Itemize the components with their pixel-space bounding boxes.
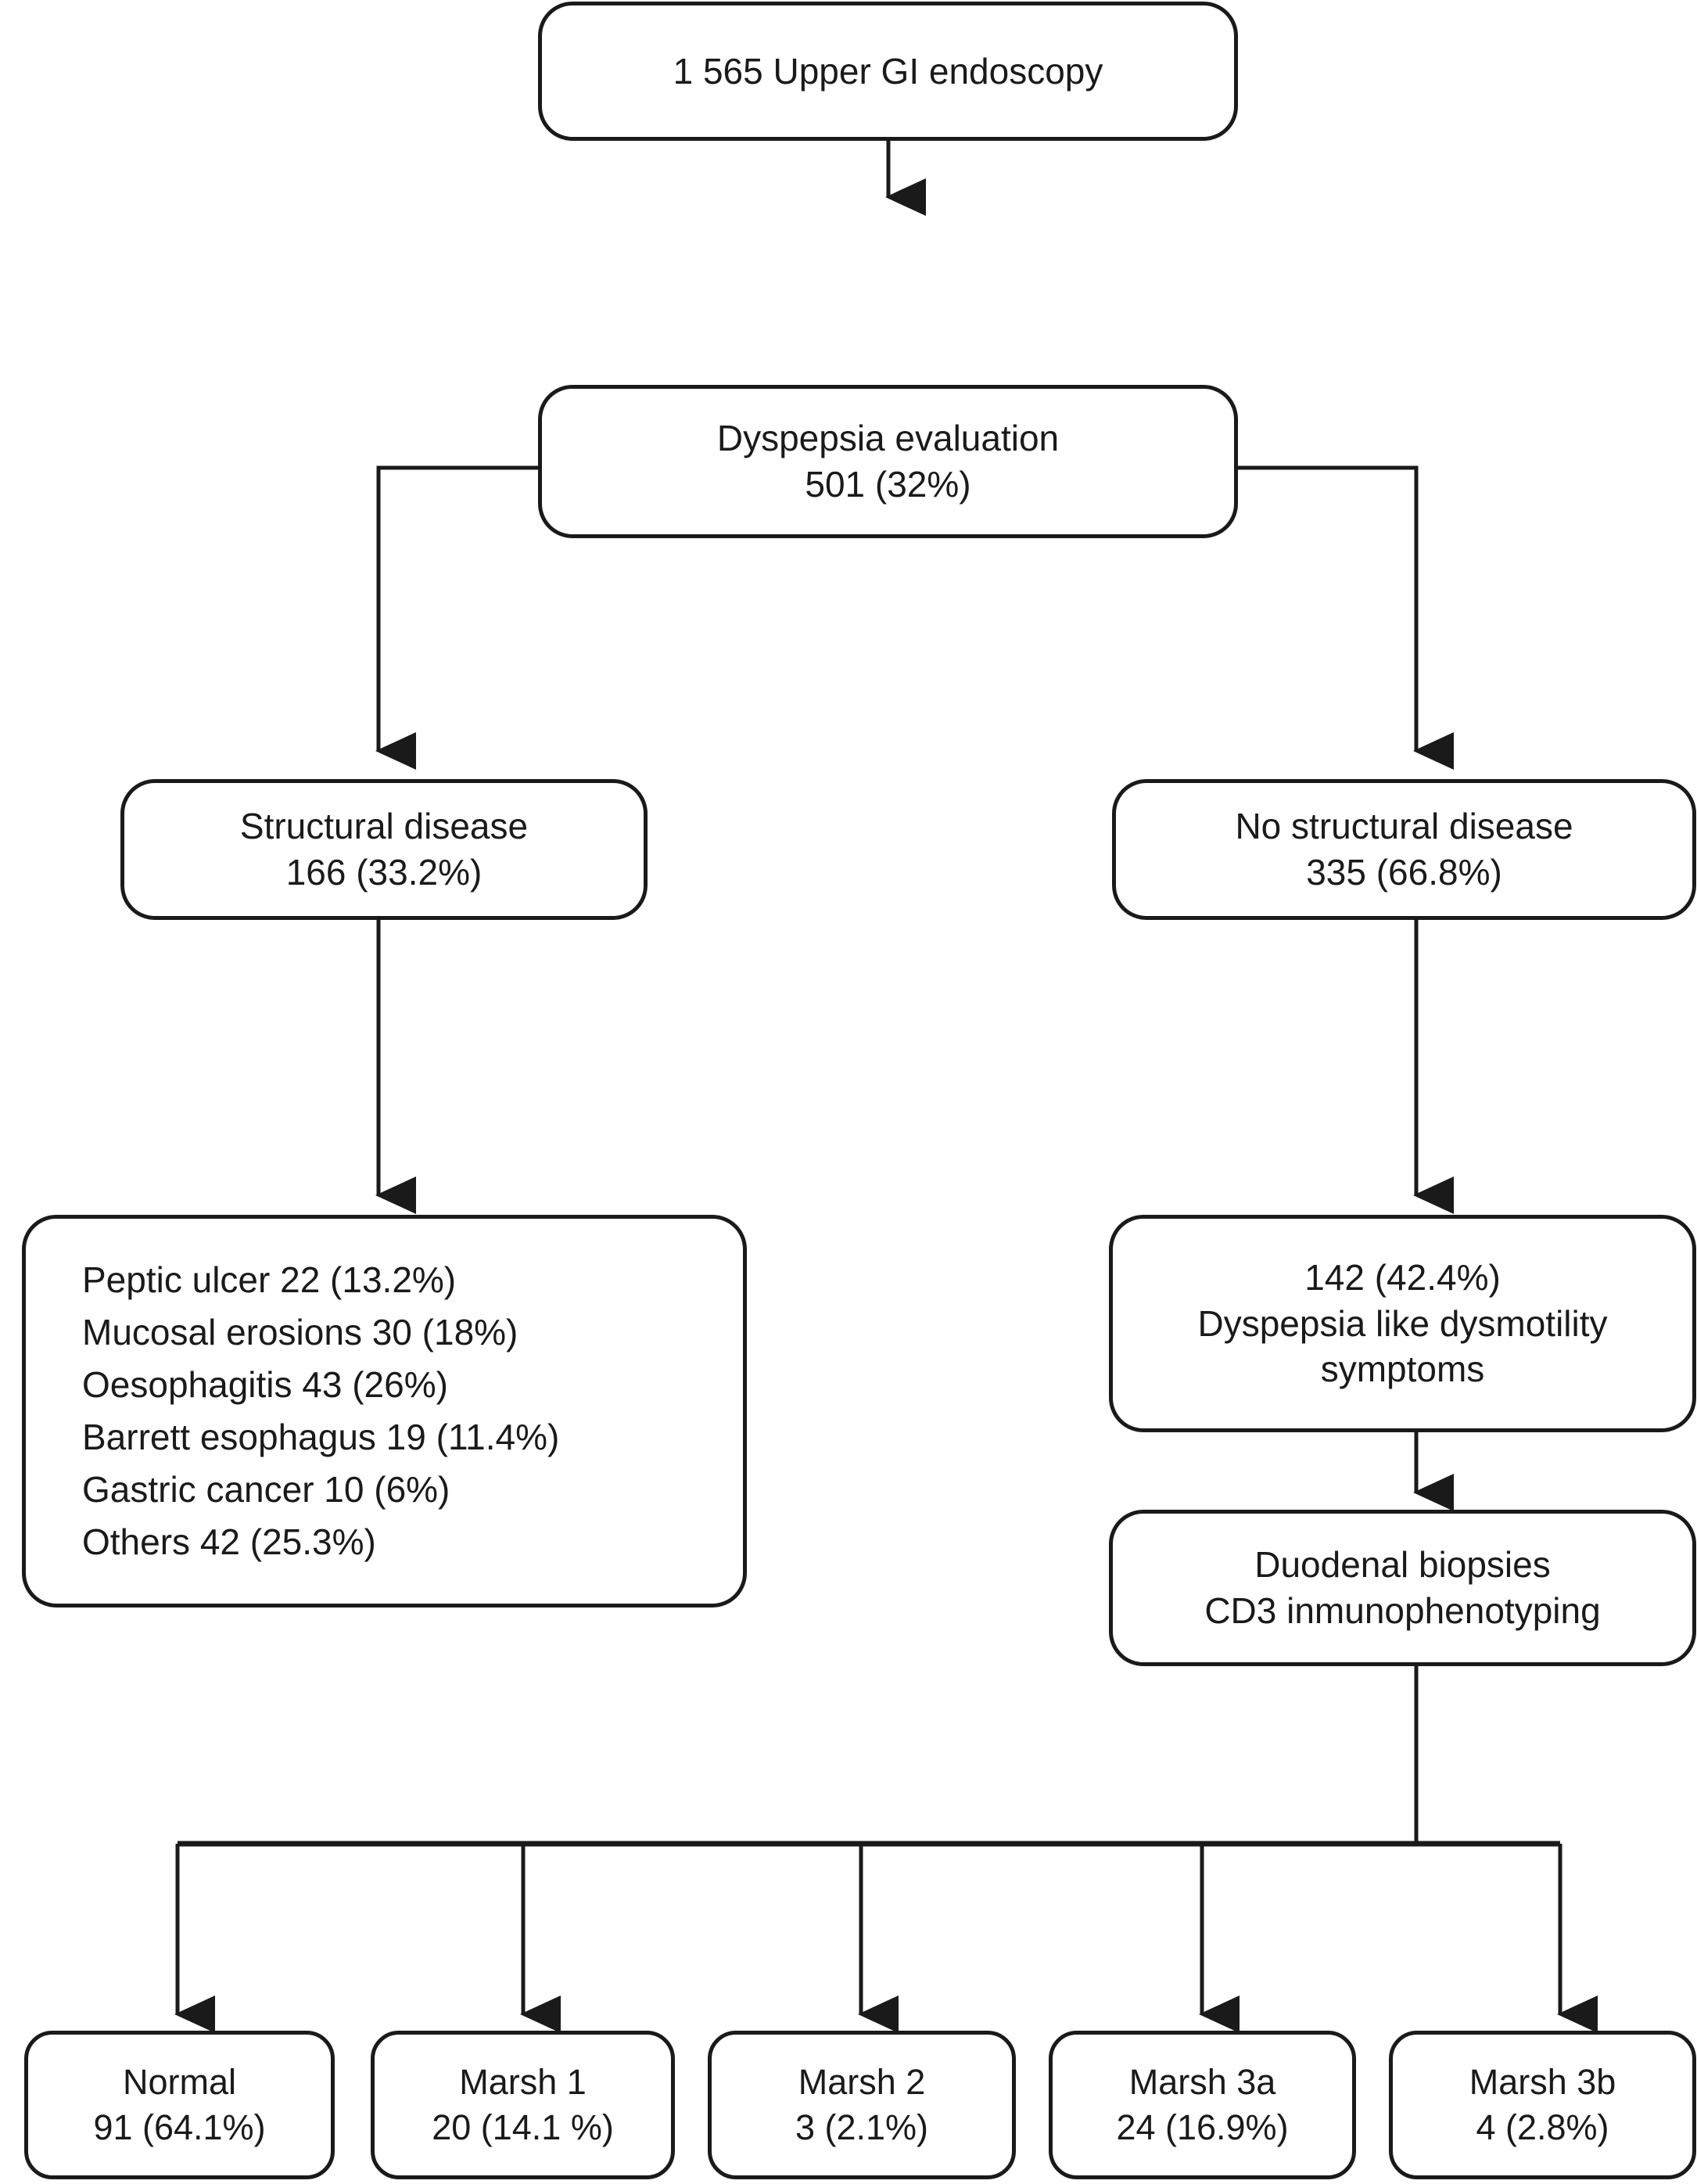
dyspepsia-evaluation-line-2: 501 (32%) (805, 464, 971, 505)
breakdown-item-oesophagitis: Oesophagitis 43 (26%) (82, 1363, 448, 1405)
node-structural-disease[interactable]: Structural disease 166 (33.2%) (120, 779, 648, 920)
marsh-3a-label: Marsh 3a (1128, 2062, 1276, 2103)
node-upper-gi-endoscopy[interactable]: 1 565 Upper GI endoscopy (538, 2, 1238, 141)
breakdown-item-barrett-esophagus: Barrett esophagus 19 (11.4%) (82, 1417, 560, 1457)
edge-dyspepsia-to-no-structural (1238, 465, 1455, 771)
dysmotility-line-1: 142 (42.4%) (1304, 1256, 1501, 1298)
node-marsh-3a[interactable]: Marsh 3a 24 (16.9%) (1049, 2031, 1356, 2179)
marsh-3b-label: Marsh 3b (1469, 2062, 1616, 2103)
breakdown-item-gastric-cancer: Gastric cancer 10 (6%) (82, 1469, 450, 1510)
marsh-normal-label: Normal (122, 2062, 237, 2103)
breakdown-item-others: Others 42 (25.3%) (82, 1521, 376, 1563)
marsh-1-value: 20 (14.1 %) (432, 2107, 614, 2147)
node-structural-disease-breakdown[interactable]: Peptic ulcer 22 (13.2%) Mucosal erosions… (22, 1215, 747, 1607)
no-structural-disease-line-1: No structural disease (1235, 806, 1573, 847)
breakdown-item-peptic-ulcer: Peptic ulcer 22 (13.2%) (82, 1259, 457, 1300)
node-dyspepsia-evaluation[interactable]: Dyspepsia evaluation 501 (32%) (538, 385, 1238, 538)
node-dyspepsia-like-dysmotility[interactable]: 142 (42.4%) Dyspepsia like dysmotility s… (1109, 1215, 1696, 1432)
node-marsh-2[interactable]: Marsh 2 3 (2.1%) (708, 2031, 1016, 2179)
dysmotility-line-3: symptoms (1320, 1349, 1485, 1390)
node-marsh-3b[interactable]: Marsh 3b 4 (2.8%) (1389, 2031, 1696, 2179)
marsh-3b-value: 4 (2.8%) (1476, 2107, 1609, 2147)
dyspepsia-evaluation-line-1: Dyspepsia evaluation (716, 418, 1060, 459)
breakdown-item-mucosal-erosions: Mucosal erosions 30 (18%) (82, 1311, 518, 1352)
node-marsh-normal[interactable]: Normal 91 (64.1%) (24, 2031, 335, 2179)
duodenal-biopsies-line-2: CD3 inmunophenotyping (1204, 1590, 1601, 1631)
structural-disease-line-2: 166 (33.2%) (285, 852, 483, 893)
marsh-2-label: Marsh 2 (798, 2062, 926, 2103)
node-marsh-1[interactable]: Marsh 1 20 (14.1 %) (371, 2031, 675, 2179)
duodenal-biopsies-line-1: Duodenal biopsies (1254, 1544, 1551, 1586)
node-no-structural-disease[interactable]: No structural disease 335 (66.8%) (1112, 779, 1696, 920)
node-duodenal-biopsies[interactable]: Duodenal biopsies CD3 inmunophenotyping (1109, 1510, 1696, 1666)
marsh-normal-value: 91 (64.1%) (93, 2107, 266, 2147)
edge-dyspepsia-to-structural (375, 465, 538, 771)
upper-gi-endoscopy-line-1: 1 565 Upper GI endoscopy (673, 50, 1103, 92)
no-structural-disease-line-2: 335 (66.8%) (1306, 852, 1502, 893)
marsh-3a-value: 24 (16.9%) (1116, 2107, 1289, 2147)
structural-disease-line-1: Structural disease (239, 806, 529, 847)
marsh-2-value: 3 (2.1%) (795, 2107, 929, 2147)
dysmotility-line-2: Dyspepsia like dysmotility (1197, 1302, 1608, 1344)
marsh-1-label: Marsh 1 (459, 2062, 587, 2103)
